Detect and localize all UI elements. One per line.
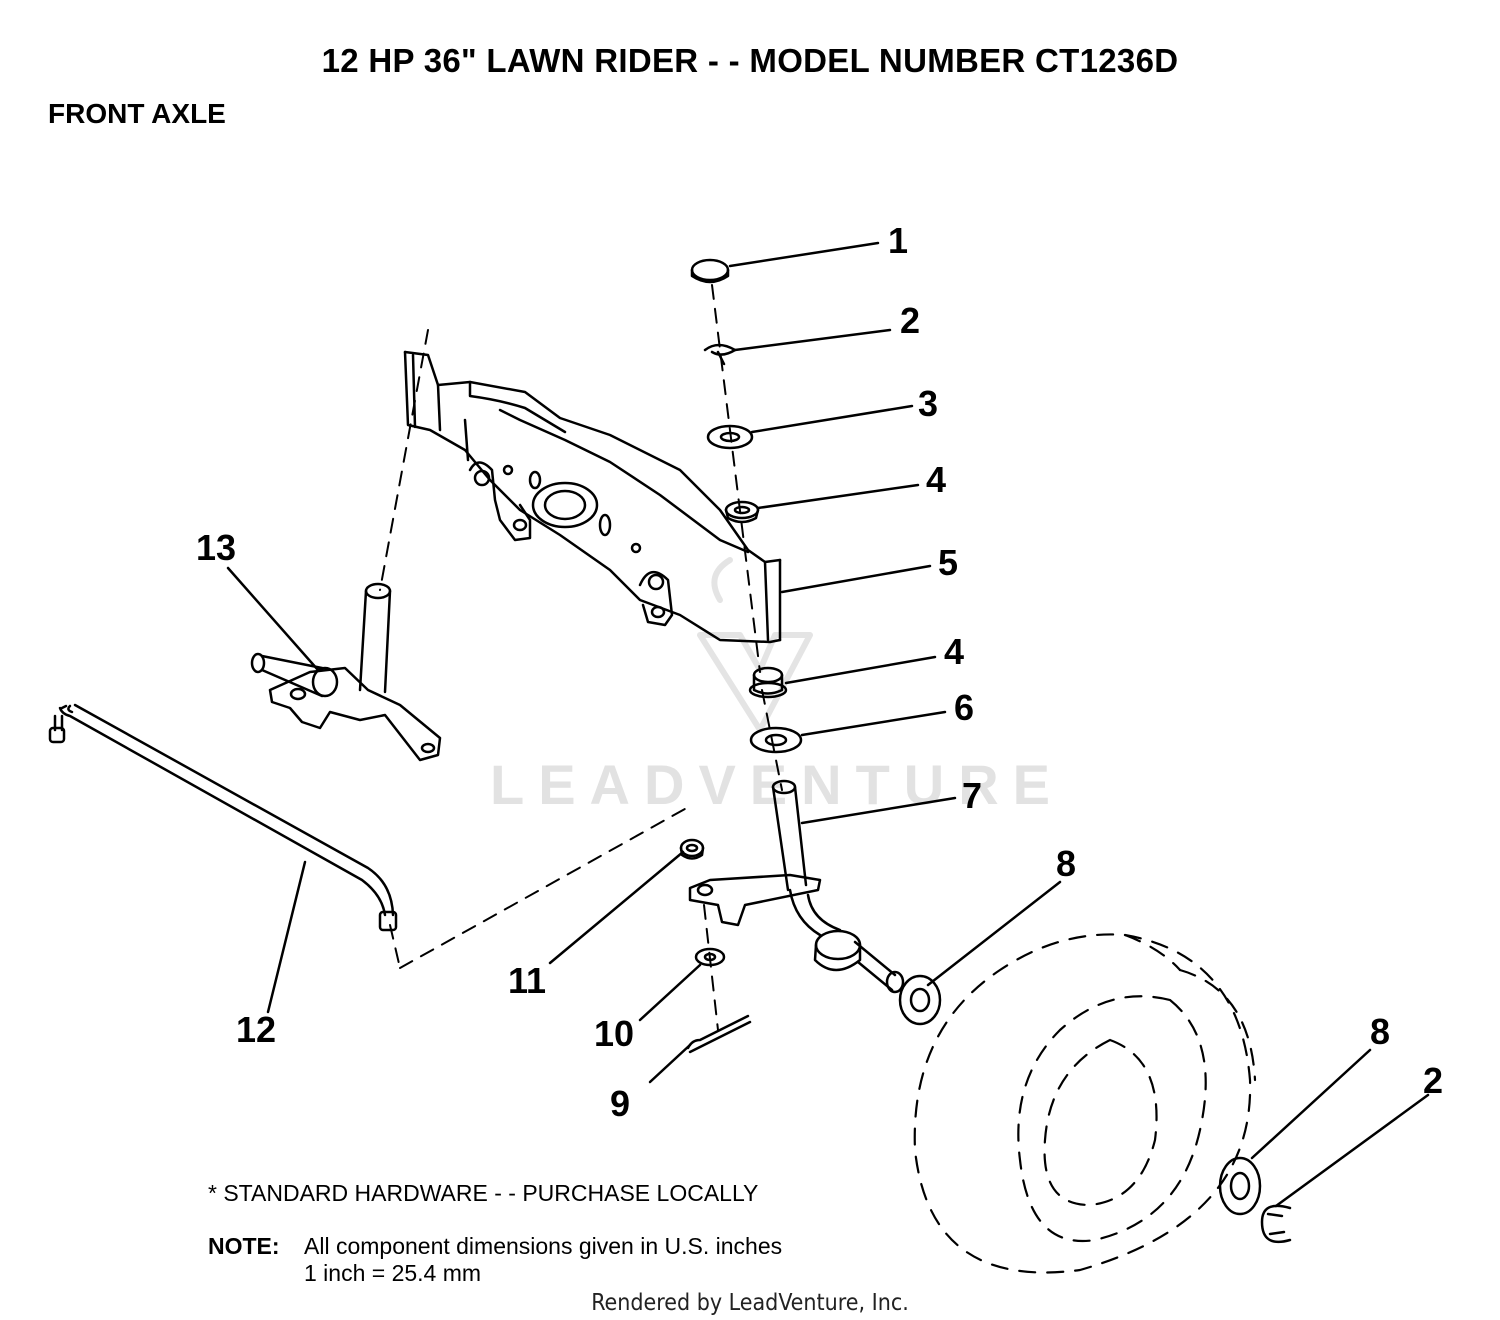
callout-3: 3: [918, 383, 939, 424]
callout-4-bottom: 4: [944, 631, 965, 672]
callout-4-top: 4: [926, 459, 947, 500]
tire-outline: [913, 933, 1257, 1274]
callout-11: 11: [508, 960, 547, 1001]
callout-12: 12: [236, 1009, 277, 1050]
callout-5: 5: [938, 542, 959, 583]
note-line-1: All component dimensions given in U.S. i…: [304, 1233, 783, 1259]
part-2-clip: [703, 343, 737, 366]
callout-10: 10: [594, 1013, 635, 1054]
note-line-2: 1 inch = 25.4 mm: [304, 1260, 482, 1286]
part-9-cotter-pin: [686, 1014, 752, 1054]
left-spindle-axis: [379, 329, 429, 591]
drag-link-path: [389, 804, 719, 1031]
callout-8-inner: 8: [1056, 843, 1077, 884]
callout-2-top: 2: [900, 300, 921, 341]
callout-2-outer: 2: [1423, 1060, 1444, 1101]
section-title: FRONT AXLE: [48, 98, 226, 129]
part-4-bushing-bottom: [748, 666, 788, 699]
callout-13: 13: [196, 527, 237, 568]
part-7-spindle: [688, 779, 905, 994]
callout-1: 1: [888, 220, 909, 261]
part-8-washer-outer: [1218, 1156, 1262, 1216]
part-5-axle-beam: [403, 350, 782, 644]
part-12-drag-link: [48, 703, 398, 932]
callout-6: 6: [954, 687, 975, 728]
part-4-bushing-top: [724, 500, 760, 524]
part-11-nut: [679, 838, 705, 860]
watermark-text: LEADVENTURE: [490, 753, 1065, 816]
footer-credit: Rendered by LeadVenture, Inc.: [591, 1290, 909, 1316]
part-2-clip-outer: [1260, 1204, 1292, 1244]
hardware-note: * STANDARD HARDWARE - - PURCHASE LOCALLY: [208, 1180, 759, 1206]
part-1-cap: [690, 258, 730, 284]
leader-lines: [226, 241, 1430, 1208]
watermark-logo: [697, 557, 813, 733]
part-8-washer-inner: [898, 974, 942, 1026]
part-10-washer: [694, 947, 726, 967]
right-hardware-axis: [711, 284, 783, 791]
callout-7: 7: [962, 775, 983, 816]
part-6-washer: [749, 726, 803, 754]
note-label: NOTE:: [208, 1233, 280, 1259]
dimension-note: NOTE: All component dimensions given in U…: [208, 1233, 782, 1287]
diagram-title: 12 HP 36" LAWN RIDER - - MODEL NUMBER CT…: [321, 42, 1179, 79]
callout-8-outer: 8: [1370, 1011, 1391, 1052]
part-13-left-spindle: [250, 582, 442, 762]
callout-9: 9: [610, 1083, 631, 1124]
part-3-washer: [706, 424, 754, 450]
